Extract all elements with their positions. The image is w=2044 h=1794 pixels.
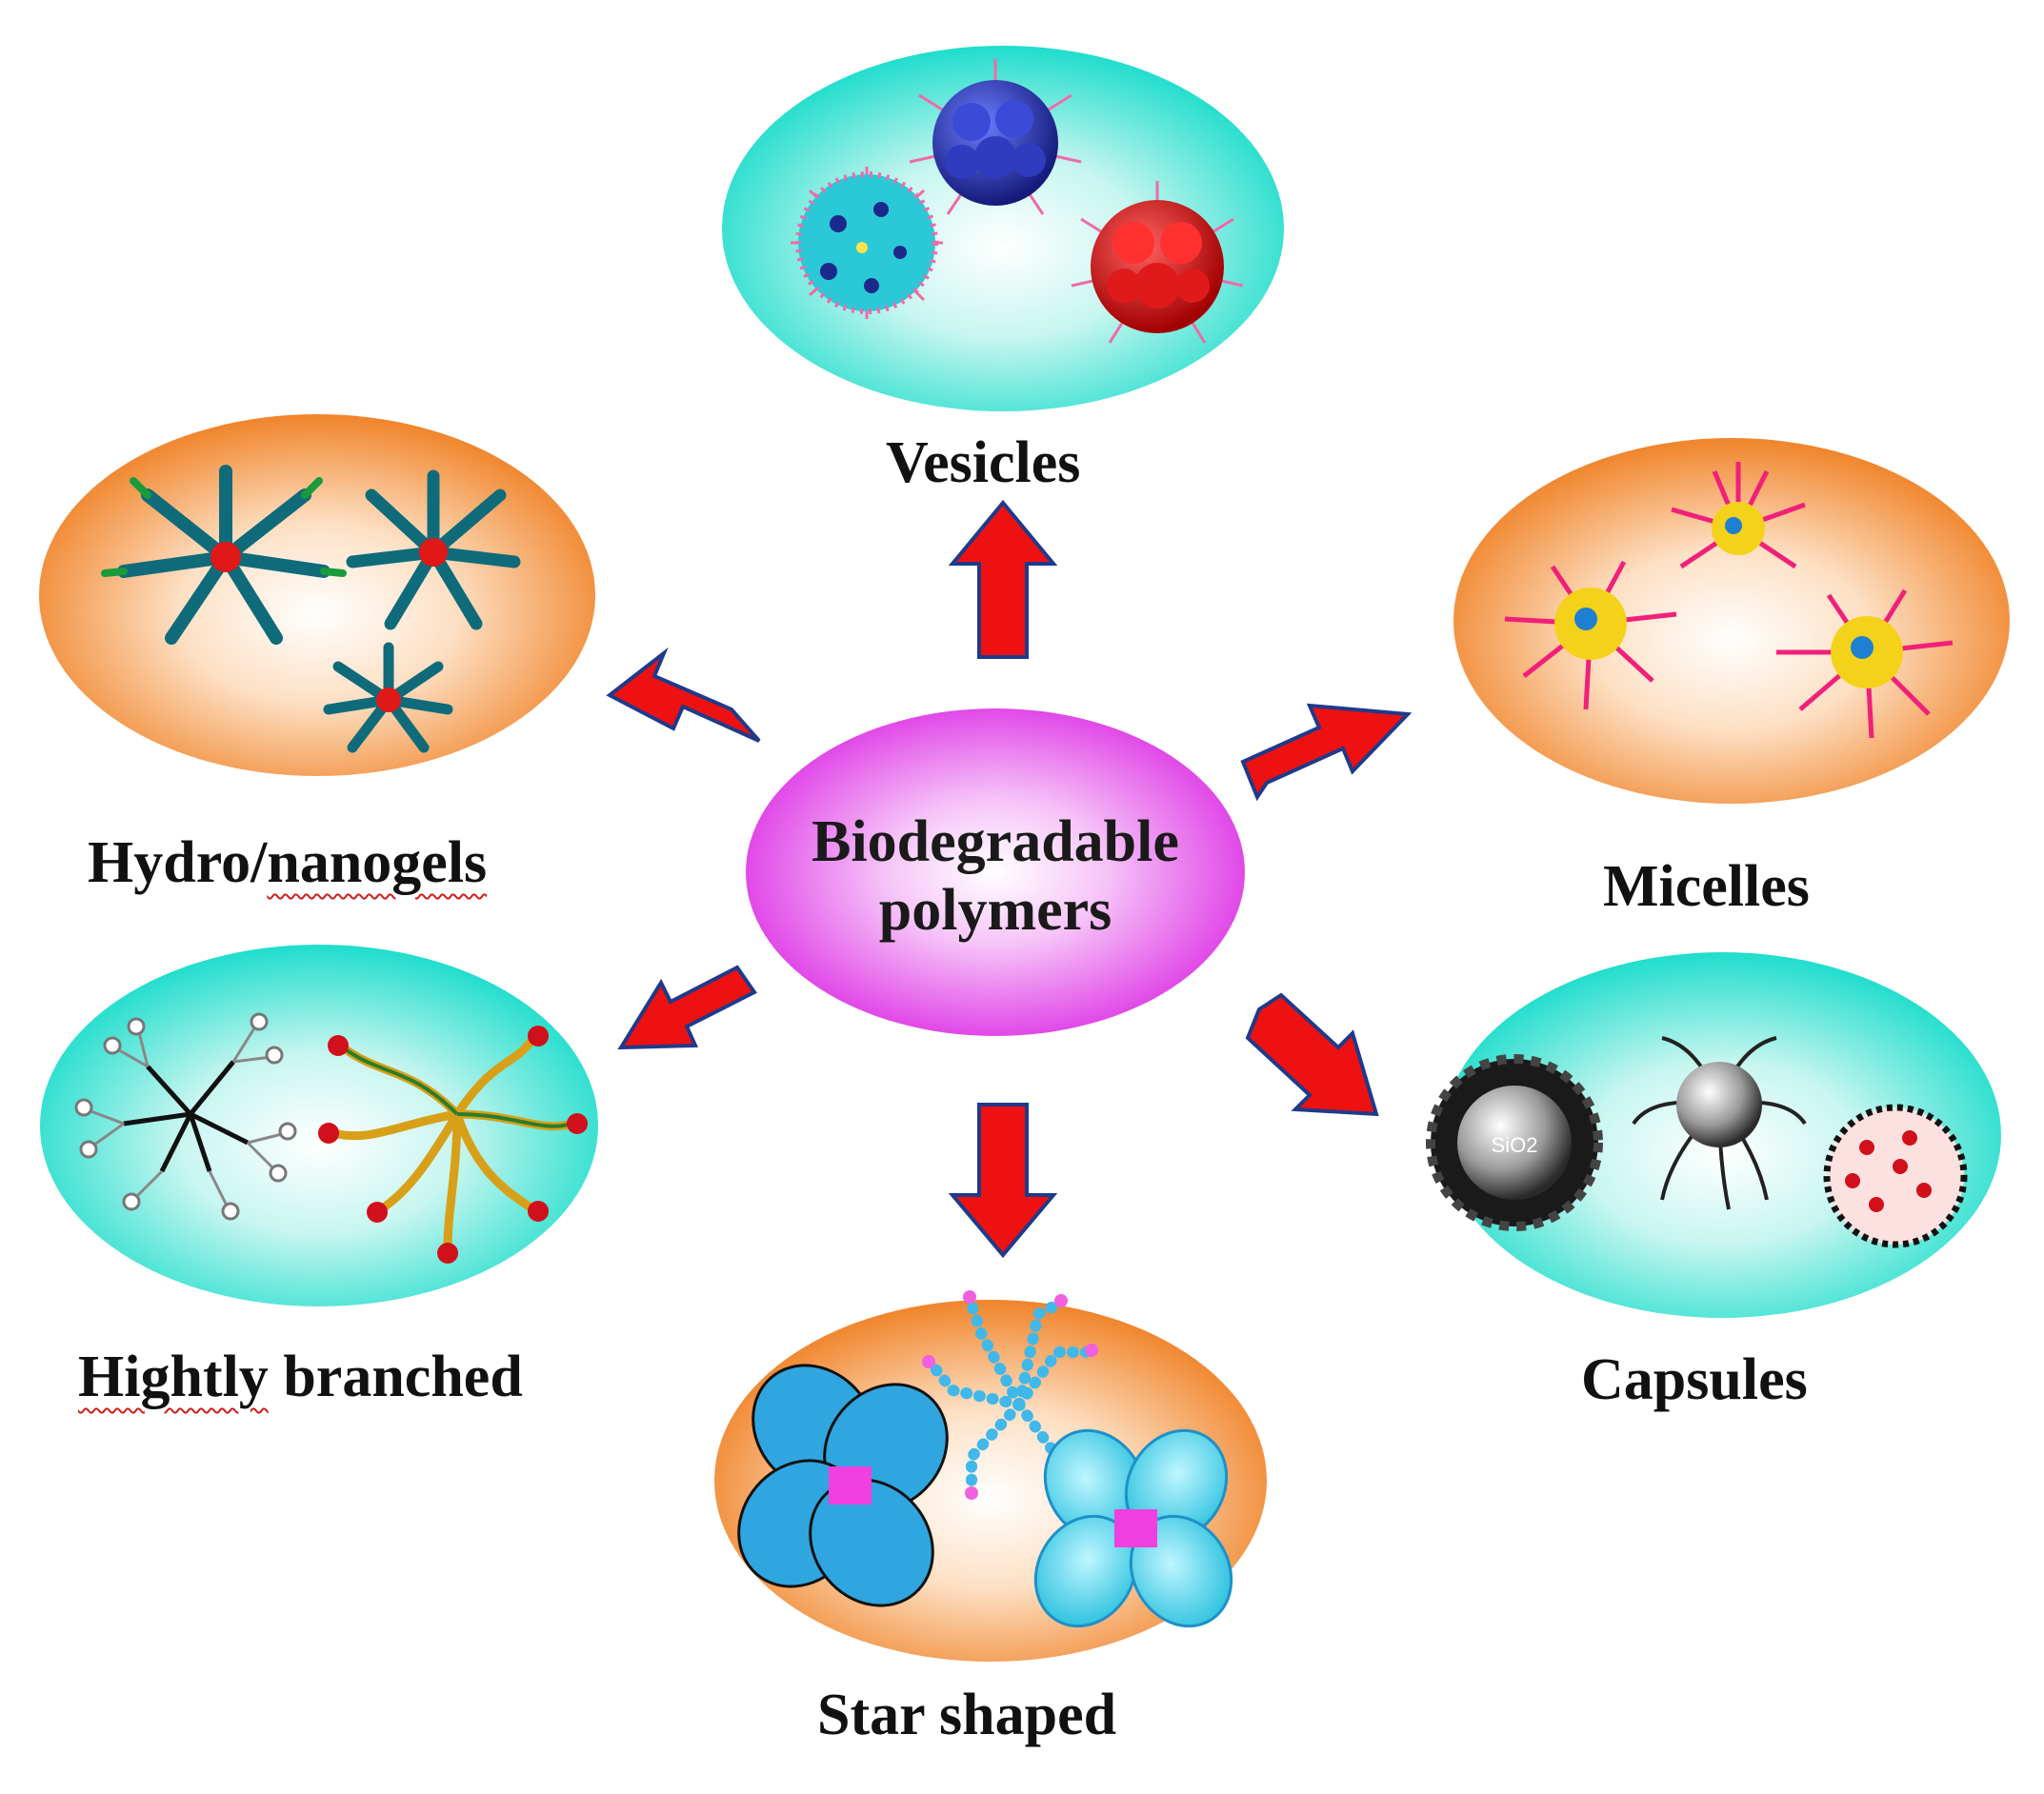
center-label: Biodegradable polymers: [752, 807, 1238, 945]
micelles-art: [1504, 462, 1954, 739]
vesicles-art: [791, 59, 1244, 344]
arrow-to-capsules: [1245, 992, 1379, 1117]
capsule-core-label: SiO2: [1492, 1133, 1538, 1157]
arrows: [606, 499, 1413, 1259]
branched-label: Hightly branched: [78, 1347, 523, 1406]
arrow-to-vesicles: [948, 499, 1058, 659]
hydro-art: [101, 465, 521, 753]
vesicles-label: Vesicles: [886, 430, 1081, 495]
arrow-to-branched: [617, 965, 757, 1050]
star-label: Star shaped: [817, 1683, 1117, 1747]
arrow-to-star: [948, 1103, 1058, 1259]
hydro-label-main: Hydro/: [88, 830, 268, 895]
arrow-to-hydro: [606, 647, 761, 743]
micelles-label: Micelles: [1603, 854, 1810, 919]
branched-ellipse: [40, 945, 598, 1306]
hydro-label-flagged: nanogels: [267, 830, 488, 895]
center-label-line1: Biodegradable: [812, 809, 1179, 874]
center-ellipse: [746, 708, 1245, 1036]
center-label-line2: polymers: [878, 878, 1112, 943]
capsules-art: SiO2: [1426, 1036, 1968, 1248]
capsules-label: Capsules: [1581, 1347, 1808, 1412]
hydro-ellipse: [39, 414, 595, 776]
branched-label-flagged: Hightly: [78, 1345, 269, 1409]
arrow-to-micelles: [1240, 703, 1413, 802]
branched-label-rest: branched: [268, 1345, 523, 1409]
branched-art: [74, 1012, 588, 1264]
hydro-label: Hydro/nanogels: [88, 833, 487, 892]
star-art: [737, 1290, 1233, 1628]
